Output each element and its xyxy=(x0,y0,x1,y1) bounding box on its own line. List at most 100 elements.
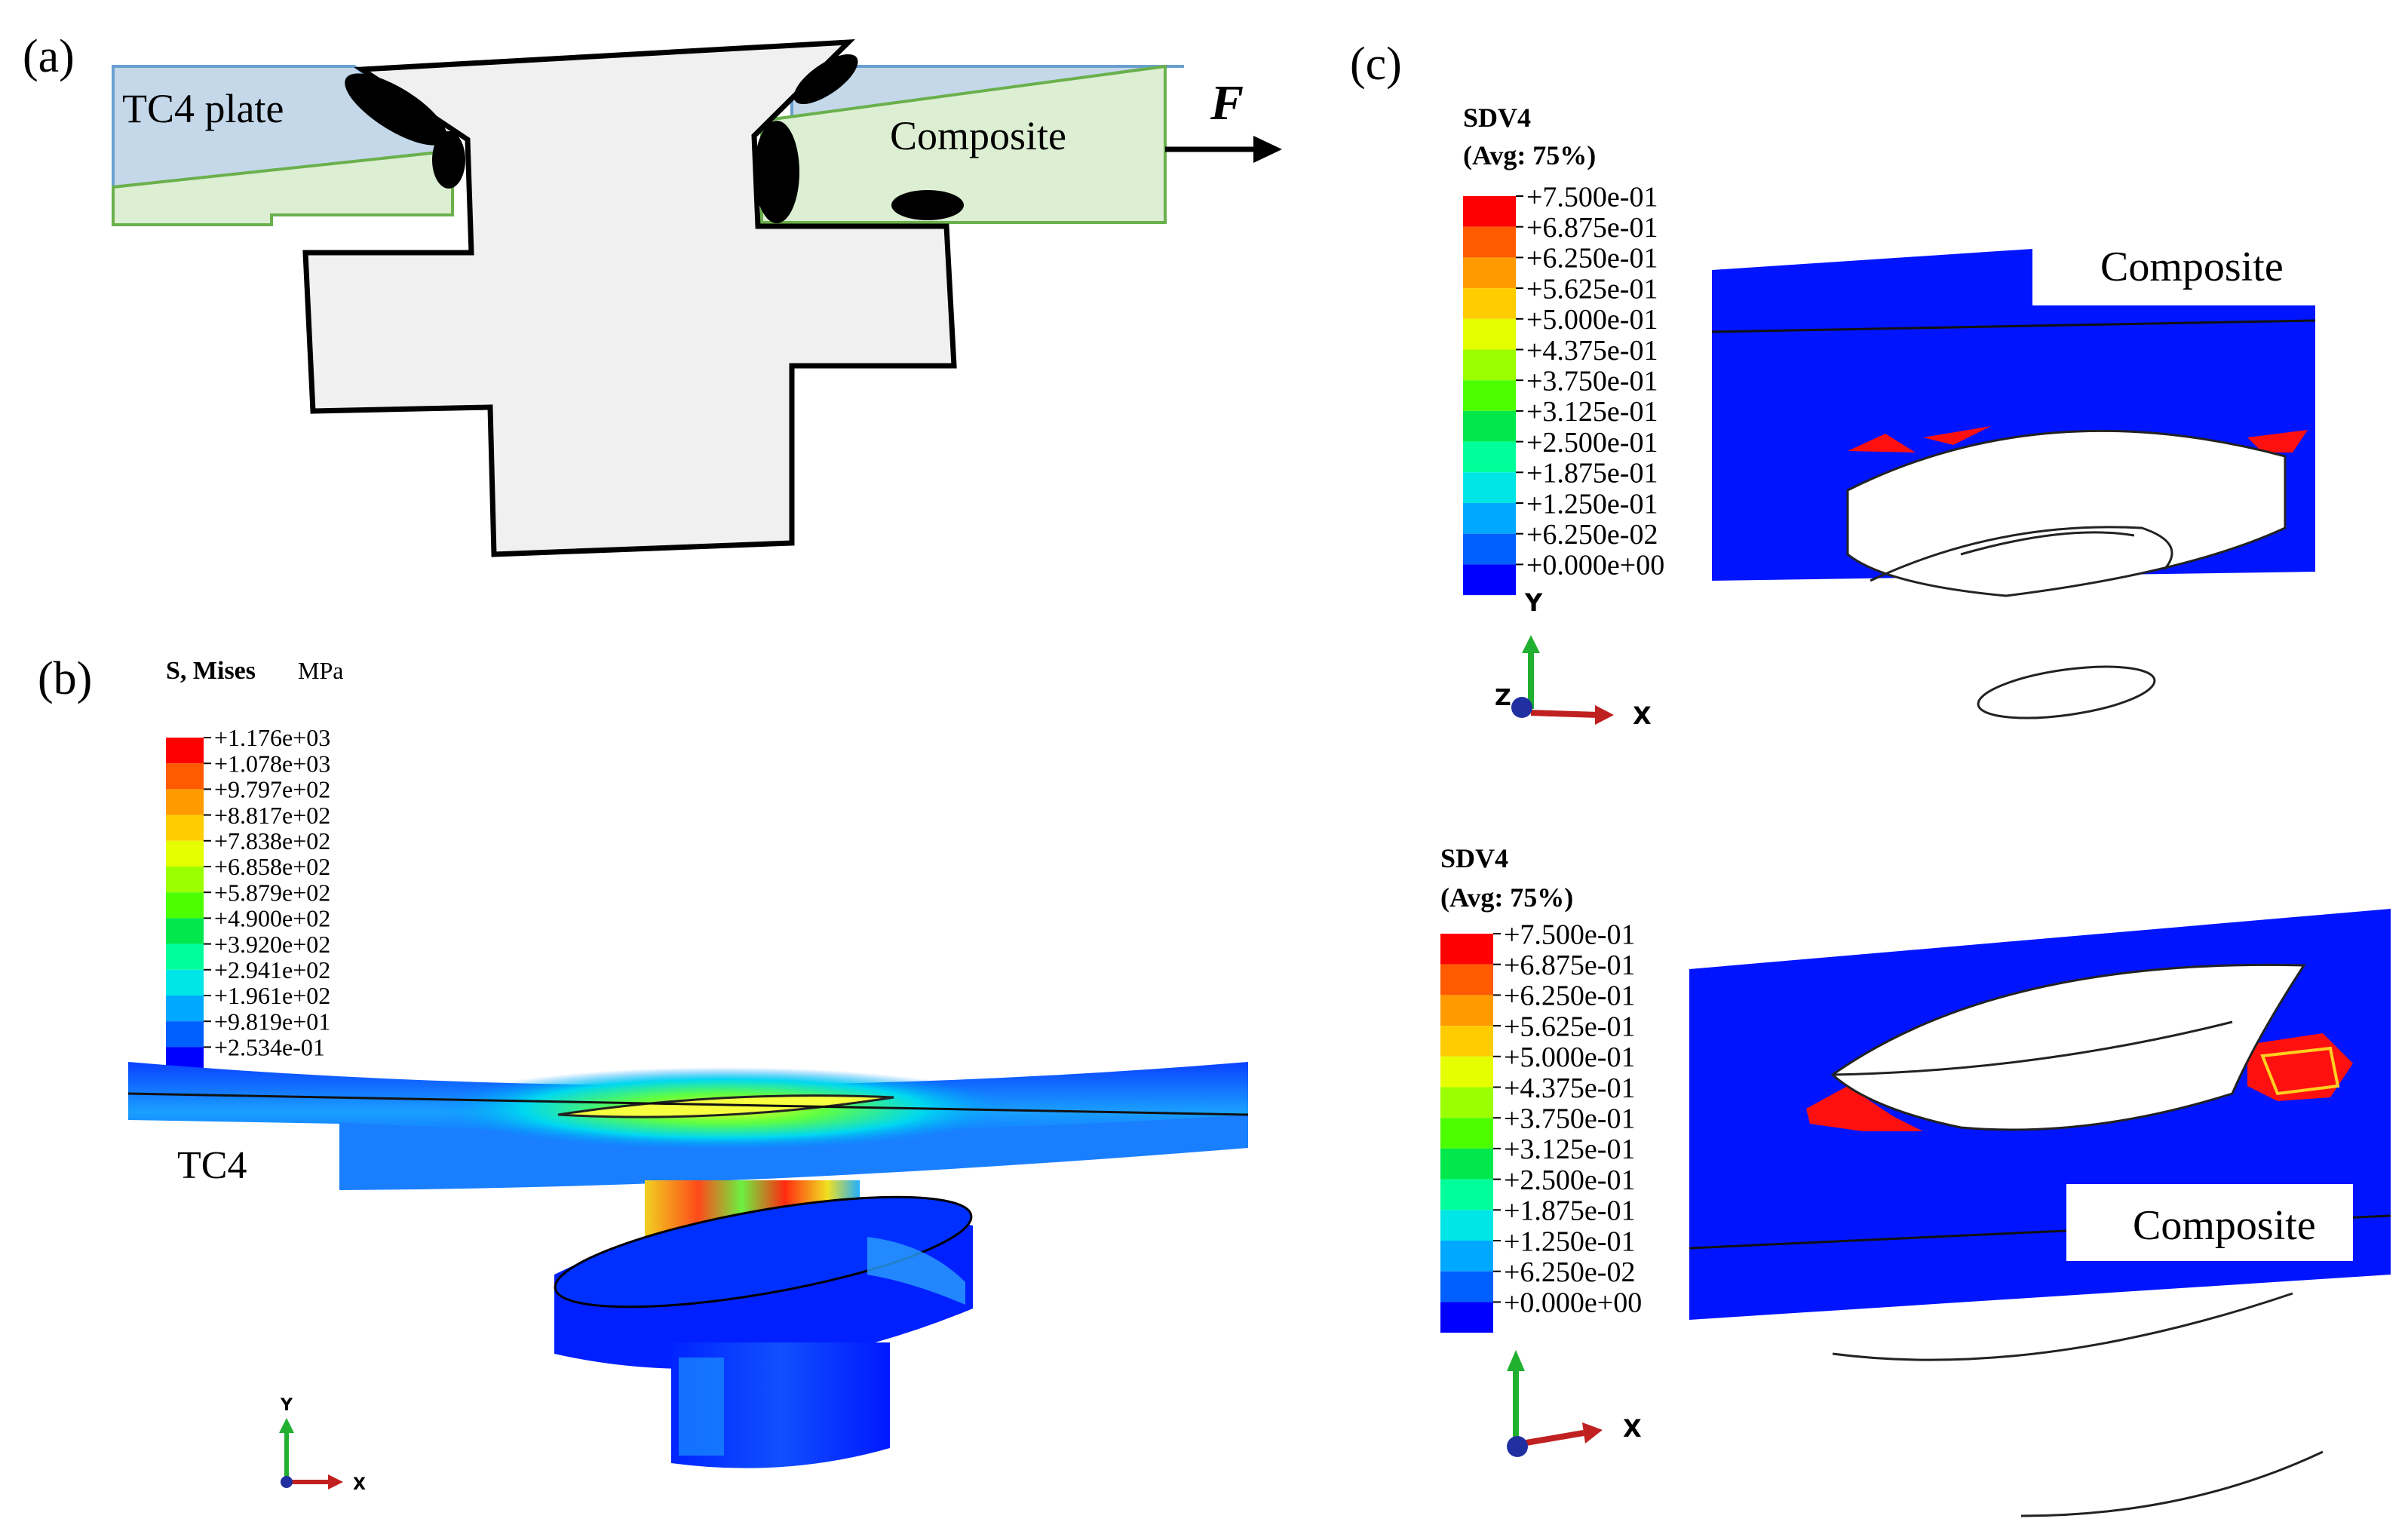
sdv4-bottom-legend-swatch-1 xyxy=(1440,964,1493,996)
sdv4-top-legend-swatch-11 xyxy=(1463,533,1516,565)
sdv4-top-legend-swatch-8 xyxy=(1463,441,1516,473)
mises-legend-label-10: +1.961e+02 xyxy=(214,982,330,1009)
mises-legend-label-5: +6.858e+02 xyxy=(214,853,330,880)
sdv4-top-legend-label-5: +4.375e-01 xyxy=(1526,335,1658,367)
mises-legend-label-6: +5.879e+02 xyxy=(214,879,330,906)
mises-legend-swatch-1 xyxy=(166,763,204,790)
sdv4-bottom-legend-label-7: +3.125e-01 xyxy=(1504,1134,1635,1165)
composite-label-a: Composite xyxy=(890,113,1066,158)
sdv4-bottom-legend-swatch-8 xyxy=(1440,1179,1493,1210)
axis-triad-b: Y X xyxy=(279,1396,366,1494)
sdv4-top-legend-swatch-10 xyxy=(1463,503,1516,534)
damage-bottom xyxy=(1806,1033,2353,1131)
nut-top-face xyxy=(554,1195,973,1309)
panel-c: (c) SDV4 (Avg: 75%) +7.500e-01+6.875e-01… xyxy=(1350,38,2391,1517)
mises-legend-unit: MPa xyxy=(298,657,343,684)
composite-bottom-label-bg xyxy=(2066,1184,2353,1261)
panel-c-label: (c) xyxy=(1350,38,1402,90)
sdv4-bottom-legend-label-1: +6.875e-01 xyxy=(1504,950,1635,981)
composite-top-label-bg xyxy=(2032,241,2319,305)
mises-legend-label-2: +9.797e+02 xyxy=(214,776,330,803)
mises-legend-swatch-4 xyxy=(166,840,204,867)
sdv4-bottom-legend-label-12: +0.000e+00 xyxy=(1504,1287,1642,1319)
hole-lower-ellipse-top xyxy=(1977,665,2156,719)
shank-highlight xyxy=(679,1358,724,1456)
axis-x-c-top: X xyxy=(1633,701,1652,730)
axis-z-c-top: Z xyxy=(1495,685,1511,711)
mises-legend-swatch-11 xyxy=(166,1021,204,1048)
sdv4-top-legend-label-8: +2.500e-01 xyxy=(1526,427,1658,459)
sdv4-top-legend-swatch-7 xyxy=(1463,410,1516,442)
sdv4-top-legend-swatch-1 xyxy=(1463,226,1516,258)
sdv4-bottom-legend-swatch-5 xyxy=(1440,1087,1493,1118)
mises-legend-swatch-8 xyxy=(166,943,204,970)
sdv4-bottom-avg: (Avg: 75%) xyxy=(1440,882,1573,913)
bolt-shank xyxy=(671,1342,890,1468)
panel-a: (a) TC4 plate Composite F xyxy=(23,31,1282,557)
hole-cylinder-top xyxy=(1846,429,2287,597)
mises-legend-label-9: +2.941e+02 xyxy=(214,956,330,983)
axis-x-c-bottom: X xyxy=(1623,1414,1642,1443)
mises-legend-label-7: +4.900e+02 xyxy=(214,905,330,932)
sdv4-top-legend-swatch-3 xyxy=(1463,288,1516,319)
mises-legend-swatch-9 xyxy=(166,969,204,996)
sdv4-top-legend-swatch-4 xyxy=(1463,318,1516,350)
sdv4-bottom-legend-label-10: +1.250e-01 xyxy=(1504,1226,1635,1257)
sdv4-top-legend-swatch-5 xyxy=(1463,349,1516,381)
mises-legend-swatch-5 xyxy=(166,867,204,893)
tc4-hole-edge xyxy=(557,1094,894,1118)
sdv4-bottom-legend-swatch-2 xyxy=(1440,995,1493,1026)
contact-ellipse-2 xyxy=(432,131,465,189)
contact-ellipse-4 xyxy=(754,121,799,223)
hole-cone-bottom xyxy=(1830,963,2306,1131)
composite-top-line xyxy=(1711,319,2316,333)
mises-legend-label-11: +9.819e+01 xyxy=(214,1008,330,1035)
force-arrowhead xyxy=(1253,136,1282,163)
sdv4-bottom-legend-label-11: +6.250e-02 xyxy=(1504,1256,1635,1288)
sdv4-bottom-title: SDV4 xyxy=(1440,843,1508,873)
sdv4-top-legend-swatch-0 xyxy=(1463,196,1516,227)
mises-legend-swatch-7 xyxy=(166,918,204,944)
hole-cone-edge-bottom xyxy=(1832,1020,2233,1076)
sdv4-bottom-legend-label-5: +4.375e-01 xyxy=(1504,1072,1635,1104)
axis-y-c-top: Y xyxy=(1524,588,1543,617)
tc4-label-b: TC4 xyxy=(177,1144,247,1187)
mises-legend-title: S, Mises xyxy=(166,657,256,685)
tc4-interface-line xyxy=(127,1092,1249,1116)
sdv4-top-avg: (Avg: 75%) xyxy=(1463,140,1596,170)
sdv4-bottom-legend-swatch-3 xyxy=(1440,1026,1493,1057)
sdv4-top-legend-swatch-6 xyxy=(1463,380,1516,411)
sdv4-top-legend-label-7: +3.125e-01 xyxy=(1526,396,1658,428)
composite-label-c-top: Composite xyxy=(2100,244,2284,290)
sdv4-top-legend-label-0: +7.500e-01 xyxy=(1526,181,1658,213)
sdv4-top-legend-swatch-12 xyxy=(1463,564,1516,596)
mises-legend-label-1: +1.078e+03 xyxy=(214,750,330,777)
mises-legend-swatch-6 xyxy=(166,892,204,919)
hole-inner-ring-top xyxy=(1870,526,2173,582)
sdv4-bottom-legend-label-4: +5.000e-01 xyxy=(1504,1042,1635,1073)
mises-legend-label-12: +2.534e-01 xyxy=(214,1034,325,1061)
axis-triad-c-top: Y Z X xyxy=(1495,588,1652,730)
axis-triad-c-bottom: X xyxy=(1507,1350,1642,1457)
sdv4-bottom-legend-label-9: +1.875e-01 xyxy=(1504,1195,1635,1227)
sdv4-top-legend-label-6: +3.750e-01 xyxy=(1526,366,1658,397)
sdv4-bottom-legend-swatch-11 xyxy=(1440,1271,1493,1302)
sdv4-top-legend-label-1: +6.875e-01 xyxy=(1526,212,1658,244)
sdv4-bottom-legend-swatch-4 xyxy=(1440,1056,1493,1088)
sdv4-bottom-legend-swatch-10 xyxy=(1440,1241,1493,1272)
tc4-plate-label: TC4 plate xyxy=(122,86,284,131)
sdv4-top-legend-label-9: +1.875e-01 xyxy=(1526,458,1658,489)
nut-highlight xyxy=(867,1237,965,1305)
sdv4-bottom-legend-label-2: +6.250e-01 xyxy=(1504,980,1635,1012)
damage-top xyxy=(1848,426,2308,453)
sdv4-top-legend-label-12: +0.000e+00 xyxy=(1526,550,1664,581)
sdv4-bottom-legend-label-6: +3.750e-01 xyxy=(1504,1103,1635,1135)
tc4-notch xyxy=(124,1124,339,1207)
hole-lower-arc-2 xyxy=(2020,1450,2324,1517)
contact-ellipse-3 xyxy=(793,54,858,105)
panel-b-label: (b) xyxy=(38,653,92,704)
hole-lower-arc-1 xyxy=(1832,1292,2293,1361)
axis-y-b: Y xyxy=(280,1396,293,1415)
sdv4-bottom-legend-swatch-12 xyxy=(1440,1302,1493,1333)
